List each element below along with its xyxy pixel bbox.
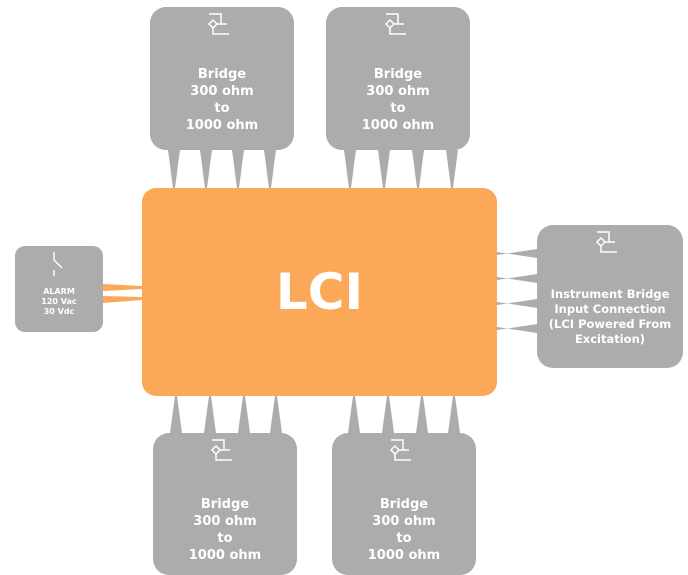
bridge-range-to: to — [217, 531, 233, 546]
bridge-range-to: to — [396, 531, 412, 546]
alarm-label: ALARM 120 Vac 30 Vdc — [15, 287, 103, 317]
bridge-range-high: 1000 ohm — [185, 118, 259, 133]
bridge-title: Bridge — [200, 497, 250, 512]
alarm-title: ALARM — [43, 287, 75, 296]
bridge-title: Bridge — [197, 67, 247, 82]
top-right-bridge-connectors — [344, 150, 458, 188]
bridge-sensor-icon — [384, 13, 406, 35]
instrument-box — [537, 225, 683, 368]
bridge-title: Bridge — [373, 67, 423, 82]
bridge-range-to: to — [214, 101, 230, 116]
switch-icon — [53, 252, 63, 276]
alarm-box — [15, 246, 103, 332]
bridge-sensor-icon — [595, 231, 617, 253]
bridge-range-low: 300 ohm — [372, 514, 436, 529]
bridge-range-low: 300 ohm — [366, 84, 430, 99]
lci-box — [142, 188, 497, 396]
bridge-bottom-right-label: Bridge 300 ohm to 1000 ohm — [332, 496, 476, 564]
bridge-top-right-label: Bridge 300 ohm to 1000 ohm — [326, 66, 470, 134]
bottom-left-bridge-connectors — [170, 396, 282, 433]
bridge-range-high: 1000 ohm — [361, 118, 435, 133]
bridge-sensor-icon — [210, 439, 232, 461]
top-left-bridge-connectors — [168, 150, 276, 188]
lci-title: LCI — [275, 263, 364, 321]
bridge-box-bottom-right — [332, 433, 476, 575]
instrument-label: Instrument Bridge Input Connection (LCI … — [537, 287, 683, 347]
bridge-title: Bridge — [379, 497, 429, 512]
bridge-bottom-left-label: Bridge 300 ohm to 1000 ohm — [153, 496, 297, 564]
instrument-connectors — [497, 249, 537, 333]
bridge-box-bottom-left — [153, 433, 297, 575]
instrument-line-4: Excitation) — [574, 332, 646, 346]
bridge-box-top-right — [326, 7, 470, 150]
bridge-range-high: 1000 ohm — [367, 548, 441, 563]
alarm-connectors — [103, 284, 142, 303]
bridge-range-to: to — [390, 101, 406, 116]
bridge-top-left-label: Bridge 300 ohm to 1000 ohm — [150, 66, 294, 134]
bridge-sensor-icon — [389, 439, 411, 461]
alarm-vdc: 30 Vdc — [43, 307, 75, 316]
bridge-range-low: 300 ohm — [190, 84, 254, 99]
bottom-right-bridge-connectors — [348, 396, 460, 433]
alarm-vac: 120 Vac — [41, 297, 77, 306]
instrument-line-2: Input Connection — [554, 302, 666, 316]
bridge-range-high: 1000 ohm — [188, 548, 262, 563]
bridge-sensor-icon — [207, 13, 229, 35]
bridge-box-top-left — [150, 7, 294, 150]
bridge-range-low: 300 ohm — [193, 514, 257, 529]
instrument-line-3: (LCI Powered From — [548, 317, 672, 331]
instrument-line-1: Instrument Bridge — [550, 287, 670, 301]
